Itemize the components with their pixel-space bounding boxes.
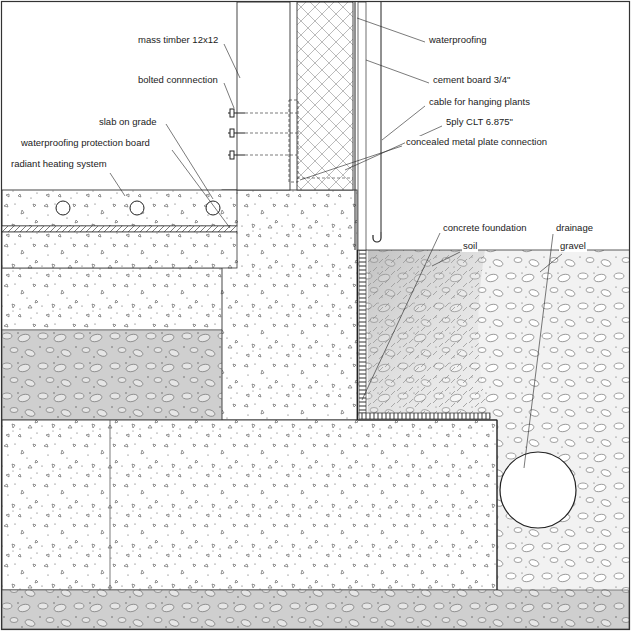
tube bbox=[206, 201, 220, 215]
callout-label: waterproofing bbox=[428, 34, 488, 46]
timber-column bbox=[237, 2, 290, 190]
leader-line bbox=[357, 18, 425, 42]
sub-slab bbox=[2, 232, 237, 268]
leader-lines bbox=[110, 18, 562, 468]
footing-joint bbox=[110, 420, 111, 590]
bolt-nut bbox=[230, 129, 234, 137]
callout-label: waterproofing protection board bbox=[20, 137, 151, 149]
leader-line bbox=[166, 124, 213, 199]
bolt-nut bbox=[230, 109, 234, 117]
slab bbox=[2, 190, 237, 226]
gravel-base bbox=[2, 330, 224, 420]
waterproofing-line bbox=[355, 2, 356, 250]
callout-label: soil bbox=[462, 240, 478, 252]
bolt-shank bbox=[245, 113, 297, 114]
leader-line bbox=[224, 83, 234, 108]
foundation-wall bbox=[222, 190, 357, 420]
bottom-gravel bbox=[2, 590, 629, 629]
soil-shade bbox=[368, 250, 488, 414]
clt-panel bbox=[297, 2, 353, 190]
bolt-shank bbox=[245, 133, 297, 134]
callout-label: concrete foundation bbox=[442, 222, 527, 234]
leader-line bbox=[540, 254, 562, 272]
tube bbox=[130, 201, 144, 215]
leader-line bbox=[362, 233, 440, 400]
leader-line bbox=[366, 60, 429, 83]
leader-line bbox=[110, 173, 125, 196]
leader-line bbox=[172, 150, 230, 228]
callout-label: drainage bbox=[555, 222, 594, 234]
leader-line bbox=[524, 234, 553, 468]
cable bbox=[381, 2, 382, 232]
protection-board bbox=[2, 226, 237, 232]
callout-label: bolted connnection bbox=[137, 74, 219, 86]
membrane bbox=[358, 250, 498, 590]
leader-line bbox=[345, 126, 442, 170]
callout-label: radiant heating system bbox=[10, 158, 108, 170]
bolts bbox=[228, 109, 297, 159]
drainage-board bbox=[359, 250, 366, 413]
tube bbox=[56, 201, 70, 215]
bolt-nut bbox=[230, 151, 234, 159]
leader-line bbox=[224, 44, 240, 78]
bolt-shank bbox=[245, 155, 297, 156]
callout-label: slab on grade bbox=[98, 116, 158, 128]
compacted-fill bbox=[2, 268, 224, 330]
heating-tubes bbox=[56, 201, 220, 215]
leader-line bbox=[432, 252, 460, 266]
callout-label: 5ply CLT 6.875" bbox=[445, 116, 514, 128]
callout-label: cable for hanging plants bbox=[428, 96, 531, 108]
drain-pipe bbox=[500, 452, 576, 528]
footing bbox=[2, 420, 497, 590]
callout-label: concealed metal plate connection bbox=[405, 136, 548, 148]
grade-line bbox=[357, 250, 629, 251]
metal-plate bbox=[289, 100, 298, 182]
leader-line bbox=[382, 106, 425, 140]
callout-label: cement board 3/4" bbox=[432, 74, 511, 86]
cement-board bbox=[358, 2, 366, 250]
drainage-board bbox=[359, 413, 490, 419]
leader-line bbox=[300, 146, 402, 180]
callout-label: mass timber 12x12 bbox=[137, 34, 219, 46]
callout-label: gravel bbox=[559, 240, 587, 252]
cable-hook bbox=[373, 232, 381, 242]
soil-fill bbox=[368, 250, 488, 414]
